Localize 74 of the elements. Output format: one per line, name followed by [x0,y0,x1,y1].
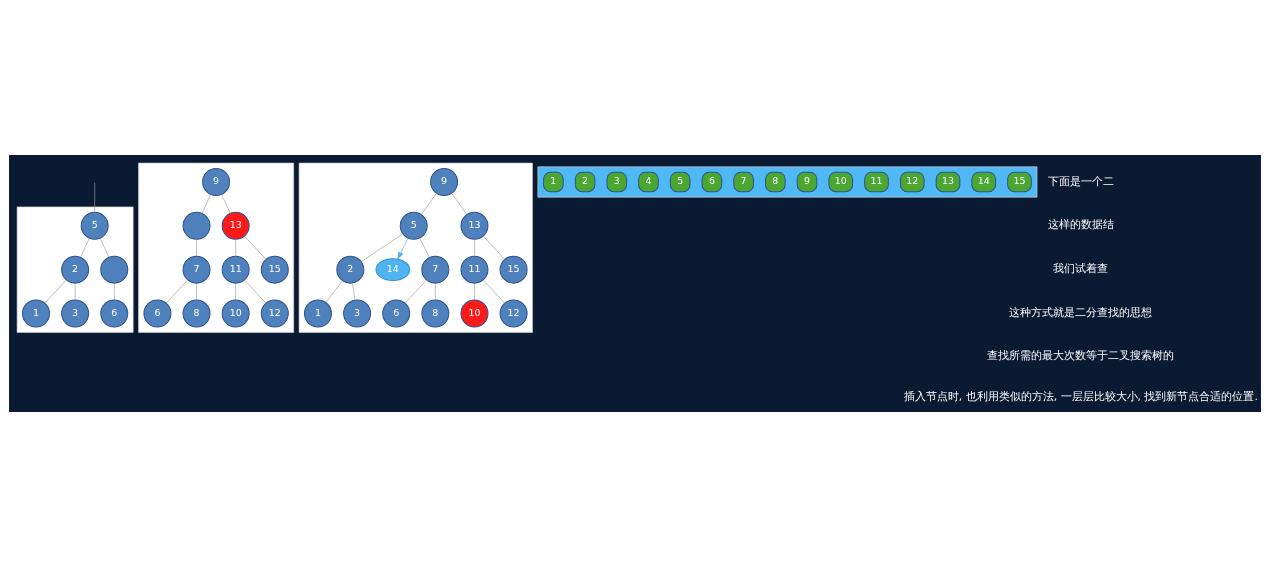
connector [420,193,437,215]
node-circle: 3 [61,299,90,328]
node-circle: 15 [260,255,289,284]
connector [419,237,430,258]
node-circle: 5 [80,211,109,240]
label: 下面是一个二 [1047,174,1114,188]
node-circle: 10 [460,299,489,328]
node-circle: 10 [221,299,250,328]
connector [74,283,76,301]
connector [94,182,96,213]
node-circle: 7 [182,255,211,284]
connector [244,279,267,304]
node-circle: 3 [343,299,372,328]
node-box: 11 [864,171,889,193]
node-circle: 11 [221,255,250,284]
node-box: 13 [935,171,961,193]
node-circle [182,211,211,240]
node-circle: 6 [382,299,411,328]
connector [196,283,197,301]
node-circle: 13 [221,211,250,240]
node-circle: 8 [182,299,211,328]
cluster [298,162,533,333]
node-circle: 12 [260,299,289,328]
cluster [138,162,294,333]
cluster [537,166,1038,198]
connector [44,279,67,304]
connector [165,279,188,304]
node-circle: 1 [22,299,50,328]
connector [451,193,468,215]
label: 这种方式就是二分查找的思想 [1009,306,1153,320]
node-ellipse: 14 [375,258,411,281]
label: 这样的数据结 [1047,218,1114,232]
node-box: 12 [899,171,925,193]
node-circle: 9 [430,168,459,196]
connector [474,239,475,257]
node-box: 15 [1007,171,1032,193]
node-box: 14 [971,171,997,193]
connector [221,194,231,214]
node-circle: 13 [460,211,489,240]
node-circle: 1 [303,299,332,328]
connector [201,194,211,214]
node-circle: 15 [499,255,528,284]
node-circle: 11 [460,255,489,284]
cluster [16,206,134,333]
label: 插入节点时, 也利用类似的方法, 一层层比较大小, 找到新节点合适的位置. [903,389,1258,403]
connector [483,279,506,304]
node-circle: 6 [143,299,172,328]
connector [235,239,236,257]
connector [474,283,475,301]
connector [360,233,404,262]
node-circle: 9 [202,168,231,196]
arrow [397,237,409,260]
connector [325,280,343,303]
connector [435,283,436,301]
node-circle: 2 [336,255,365,284]
node-circle [100,255,129,284]
node-circle: 12 [499,299,528,328]
node-circle: 2 [61,255,90,284]
label: 我们试着查 [1053,262,1109,276]
connector [483,235,506,260]
node-circle: 5 [399,211,428,240]
node-box: 10 [828,171,854,193]
connector [352,282,356,301]
node-circle: 8 [421,299,450,328]
connector [404,279,427,304]
connector [244,235,267,260]
connector [196,239,197,257]
connector [113,283,115,301]
connector [99,238,110,258]
connector [235,283,236,301]
node-circle: 7 [421,255,450,284]
node-circle: 6 [100,299,129,328]
connector [80,238,90,258]
label: 查找所需的最大次数等于二叉搜索树的 [987,348,1175,362]
